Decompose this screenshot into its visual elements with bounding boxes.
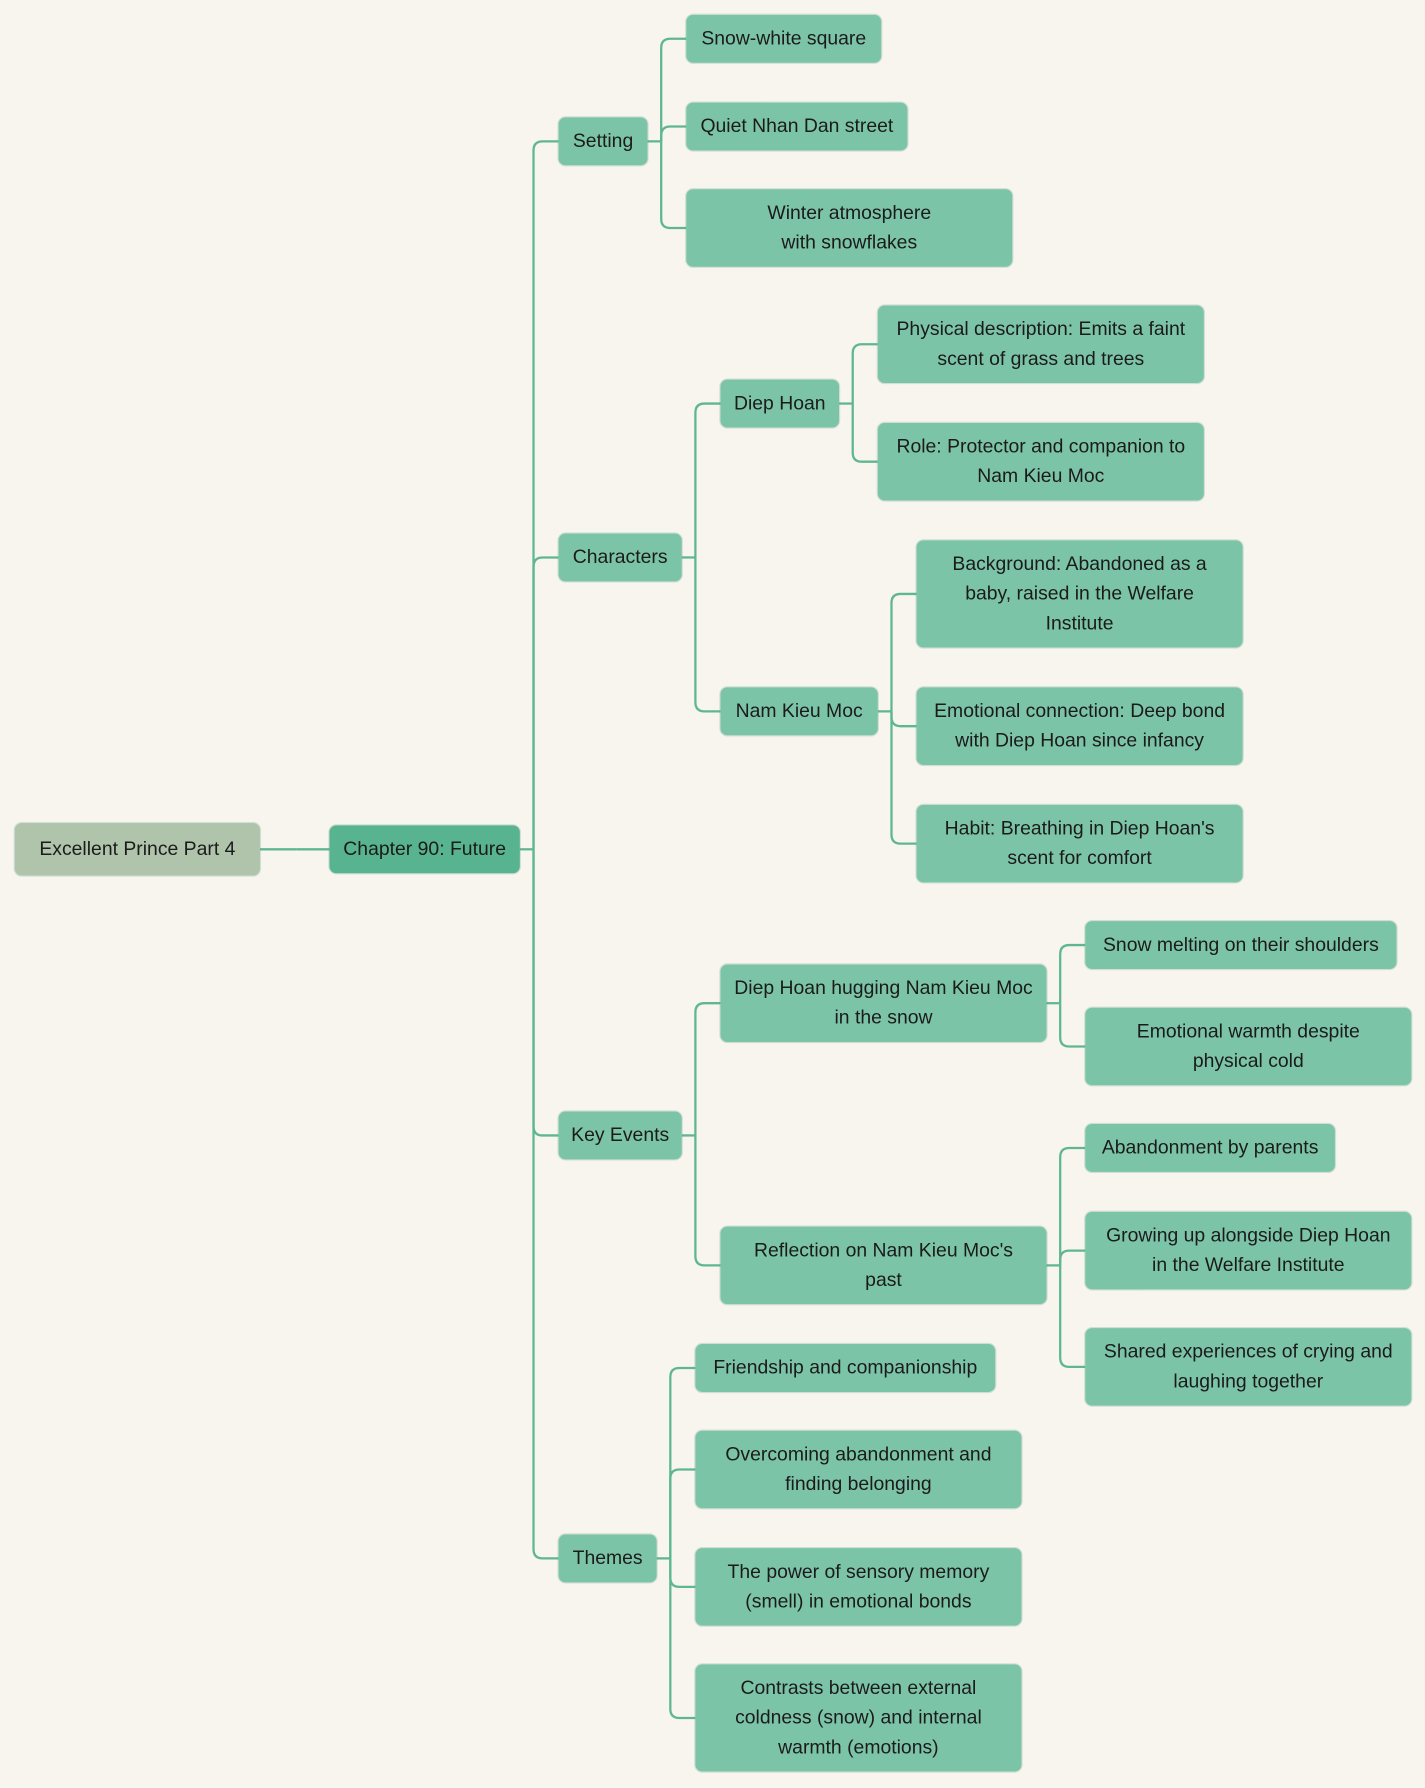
connector-line — [694, 402, 721, 558]
connector-line — [532, 140, 559, 850]
hugging-item[interactable]: Emotional warmth despite physical cold — [1085, 1007, 1412, 1086]
setting-item[interactable]: Winter atmosphere with snowflakes — [686, 189, 1013, 267]
diep-hoan-node[interactable]: Diep Hoan — [720, 379, 840, 428]
nam-kieu-moc-item[interactable]: Background: Abandoned as a baby, raised … — [916, 540, 1243, 648]
connector-line — [669, 1558, 696, 1589]
connector-line — [1059, 1249, 1086, 1266]
setting-item[interactable]: Snow-white square — [686, 14, 882, 63]
root-node[interactable]: Excellent Prince Part 4 — [14, 823, 260, 876]
setting-node[interactable]: Setting — [558, 117, 648, 166]
connector-line — [660, 125, 687, 142]
connector-line — [669, 1366, 696, 1559]
connector-line — [890, 711, 917, 728]
connector-line — [851, 403, 878, 463]
reflection-node[interactable]: Reflection on Nam Kieu Moc's past — [720, 1226, 1047, 1305]
connector-line — [660, 37, 687, 142]
reflection-item[interactable]: Growing up alongside Diep Hoan in the We… — [1085, 1211, 1412, 1290]
connector-line — [851, 343, 878, 404]
theme-item[interactable]: The power of sensory memory (smell) in e… — [695, 1548, 1022, 1626]
connector-line — [890, 592, 917, 712]
connector-line — [660, 141, 687, 230]
chapter-node[interactable]: Chapter 90: Future — [329, 825, 520, 874]
nam-kieu-moc-item[interactable]: Habit: Breathing in Diep Hoan's scent fo… — [916, 804, 1243, 883]
theme-item[interactable]: Friendship and companionship — [695, 1344, 996, 1392]
connector-line — [669, 1468, 696, 1559]
connector-line — [1059, 1003, 1086, 1048]
hugging-item[interactable]: Snow melting on their shoulders — [1085, 921, 1397, 969]
connector-line — [669, 1558, 696, 1720]
theme-item[interactable]: Overcoming abandonment and finding belon… — [695, 1430, 1022, 1509]
connector-line — [1059, 943, 1086, 1004]
connector-line — [532, 849, 559, 1560]
theme-item[interactable]: Contrasts between external coldness (sno… — [695, 1664, 1022, 1772]
characters-node[interactable]: Characters — [558, 533, 682, 582]
hugging-node[interactable]: Diep Hoan hugging Nam Kieu Moc in the sn… — [720, 964, 1047, 1042]
connector-line — [890, 711, 917, 845]
connector-line — [694, 557, 721, 713]
connector-line — [532, 556, 559, 850]
nam-kieu-moc-item[interactable]: Emotional connection: Deep bond with Die… — [916, 687, 1243, 765]
connector-line — [1059, 1146, 1086, 1266]
nam-kieu-moc-node[interactable]: Nam Kieu Moc — [720, 687, 878, 736]
connector-line — [532, 849, 559, 1137]
reflection-item[interactable]: Shared experiences of crying and laughin… — [1085, 1328, 1412, 1406]
connector-line — [694, 1135, 721, 1267]
diep-hoan-item[interactable]: Physical description: Emits a faint scen… — [877, 305, 1204, 384]
setting-item[interactable]: Quiet Nhan Dan street — [686, 102, 908, 151]
connector-line — [1059, 1265, 1086, 1368]
diep-hoan-item[interactable]: Role: Protector and companion to Nam Kie… — [877, 422, 1204, 501]
connector-line — [694, 1002, 721, 1136]
reflection-item[interactable]: Abandonment by parents — [1085, 1124, 1335, 1172]
themes-node[interactable]: Themes — [558, 1534, 657, 1583]
key-events-node[interactable]: Key Events — [558, 1111, 682, 1160]
